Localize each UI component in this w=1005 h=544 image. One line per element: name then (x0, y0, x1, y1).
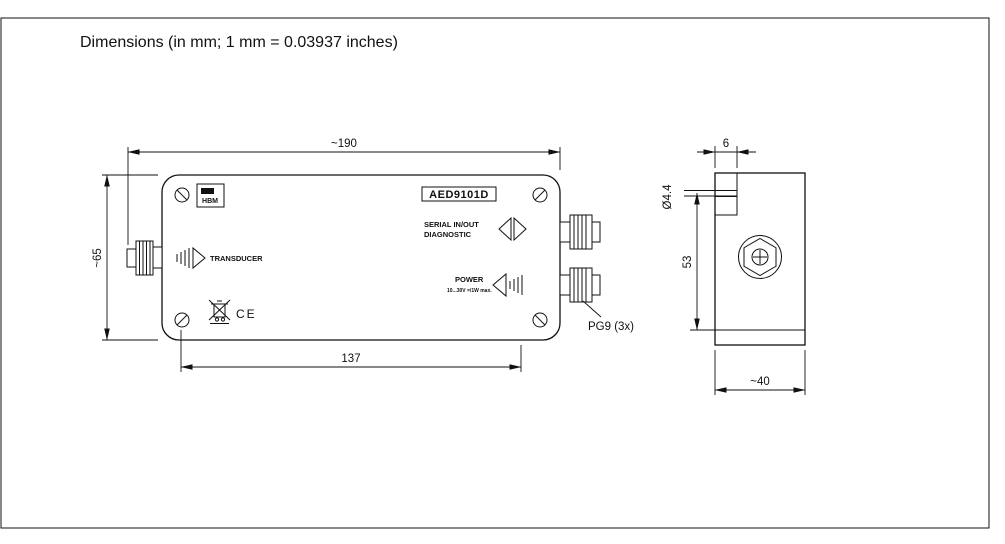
corner-screws (174, 187, 548, 328)
dim-depth: ~40 (714, 350, 806, 395)
svg-text:DIAGNOSTIC: DIAGNOSTIC (424, 230, 472, 239)
transducer-connector (126, 240, 163, 276)
hbm-logo-text: HBM (202, 198, 218, 205)
hbm-logo: HBM (196, 183, 225, 208)
page-title: Dimensions (in mm; 1 mm = 0.03937 inches… (80, 34, 398, 51)
weee-icon (208, 299, 231, 324)
dim-hole-diameter: Ø4.4 (662, 184, 674, 210)
cable-gland-nut (738, 235, 782, 279)
svg-text:6: 6 (723, 138, 729, 150)
side-view: 6 Ø4.4 53 ~40 (662, 138, 806, 395)
transducer-label: TRANSDUCER (210, 254, 263, 263)
svg-text:POWER: POWER (455, 275, 484, 284)
ce-mark: CE (236, 307, 257, 321)
hole-leader-lines (684, 190, 737, 197)
serial-io-icon (498, 216, 527, 242)
dim-hole-to-base: 53 (682, 192, 715, 331)
power-label: POWER 10...30V =/1W max. (447, 275, 492, 294)
svg-text:53: 53 (682, 256, 694, 269)
dim-overall-width: ~190 (127, 138, 561, 245)
page-border (0, 17, 990, 529)
side-body-outline (714, 172, 806, 346)
svg-text:137: 137 (341, 353, 360, 365)
dim-overall-height: ~65 (92, 174, 158, 341)
dim-mounting-spacing: 137 (180, 330, 522, 372)
svg-text:10...30V =/1W max.: 10...30V =/1W max. (447, 288, 492, 294)
cable-gland-label: PG9 (3x) (588, 321, 634, 333)
svg-text:Ø4.4: Ø4.4 (662, 184, 674, 210)
transducer-icon (176, 246, 206, 270)
svg-text:~40: ~40 (750, 376, 770, 388)
dim-lid-thickness: 6 (697, 138, 756, 168)
serial-connector (559, 214, 601, 250)
power-icon (492, 272, 523, 298)
front-view: HBM AED9101D SERIAL IN/OUT DIAGNOSTIC PO… (92, 138, 634, 372)
lid-cross-section (714, 172, 738, 216)
model-text: AED9101D (429, 189, 489, 201)
svg-text:~65: ~65 (92, 248, 104, 268)
model-label: AED9101D (421, 186, 497, 202)
serial-io-label: SERIAL IN/OUT DIAGNOSTIC (424, 220, 479, 239)
cable-gland-callout: PG9 (3x) (582, 300, 634, 333)
power-connector (559, 267, 601, 303)
svg-text:~190: ~190 (331, 138, 357, 150)
svg-text:SERIAL IN/OUT: SERIAL IN/OUT (424, 220, 479, 229)
